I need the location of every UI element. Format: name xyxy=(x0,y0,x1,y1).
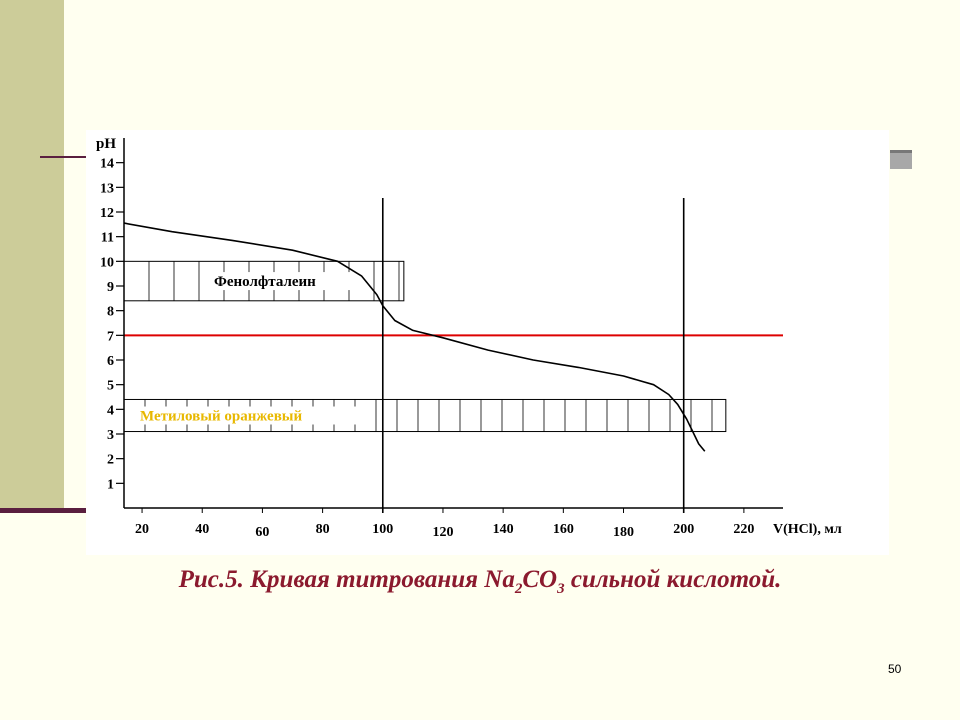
indicator-label-2: Метиловый оранжевый xyxy=(140,409,303,425)
indicator-label-bg-1 xyxy=(212,272,360,291)
indicator-label-1: Фенолфталеин xyxy=(214,274,316,290)
y-tick-label: 14 xyxy=(100,157,114,172)
x-tick-label: 180 xyxy=(613,525,634,540)
y-tick-label: 3 xyxy=(107,428,114,443)
y-tick-label: 13 xyxy=(100,181,114,196)
x-tick-label: 120 xyxy=(432,525,453,540)
caption-prefix: Рис.5. Кривая титрования Na xyxy=(178,566,515,593)
y-tick-label: 12 xyxy=(100,206,114,221)
figure-caption: Рис.5. Кривая титрования Na2CO3 сильной … xyxy=(0,566,960,598)
y-tick-label: 10 xyxy=(100,255,114,270)
y-tick-label: 9 xyxy=(107,280,114,295)
y-tick-label: 5 xyxy=(107,379,114,394)
x-tick-label: 140 xyxy=(493,522,514,537)
x-tick-label: 220 xyxy=(733,522,754,537)
caption-suffix: сильной кислотой. xyxy=(564,566,782,593)
y-tick-label: 2 xyxy=(107,453,114,468)
decorative-gray-bar xyxy=(890,150,912,169)
titration-curve xyxy=(123,222,706,452)
y-tick-label: 1 xyxy=(107,477,114,492)
y-axis-label: pH xyxy=(96,136,116,152)
x-axis-label: V(HCl), мл xyxy=(773,522,842,537)
x-tick-label: 20 xyxy=(135,522,149,537)
y-tick-label: 6 xyxy=(107,354,114,369)
caption-sub-1: 2 xyxy=(514,581,523,597)
decorative-sidebar xyxy=(0,0,64,510)
x-tick-label: 80 xyxy=(316,522,330,537)
x-tick-label: 60 xyxy=(255,525,269,540)
caption-sub-2: 3 xyxy=(557,581,565,597)
x-tick-label: 100 xyxy=(372,522,393,537)
y-tick-label: 8 xyxy=(107,305,114,320)
caption-mid: CO xyxy=(522,566,558,593)
y-tick-label: 11 xyxy=(101,231,114,246)
y-tick-label: 7 xyxy=(107,329,114,344)
y-tick-label: 4 xyxy=(107,403,114,418)
page-number: 50 xyxy=(888,662,902,676)
indicator-label-bg-2 xyxy=(138,406,360,425)
decorative-line-bottom xyxy=(0,508,100,513)
x-tick-label: 40 xyxy=(195,522,209,537)
decorative-line-top xyxy=(40,156,88,158)
x-tick-label: 200 xyxy=(673,522,694,537)
x-tick-label: 160 xyxy=(553,522,574,537)
